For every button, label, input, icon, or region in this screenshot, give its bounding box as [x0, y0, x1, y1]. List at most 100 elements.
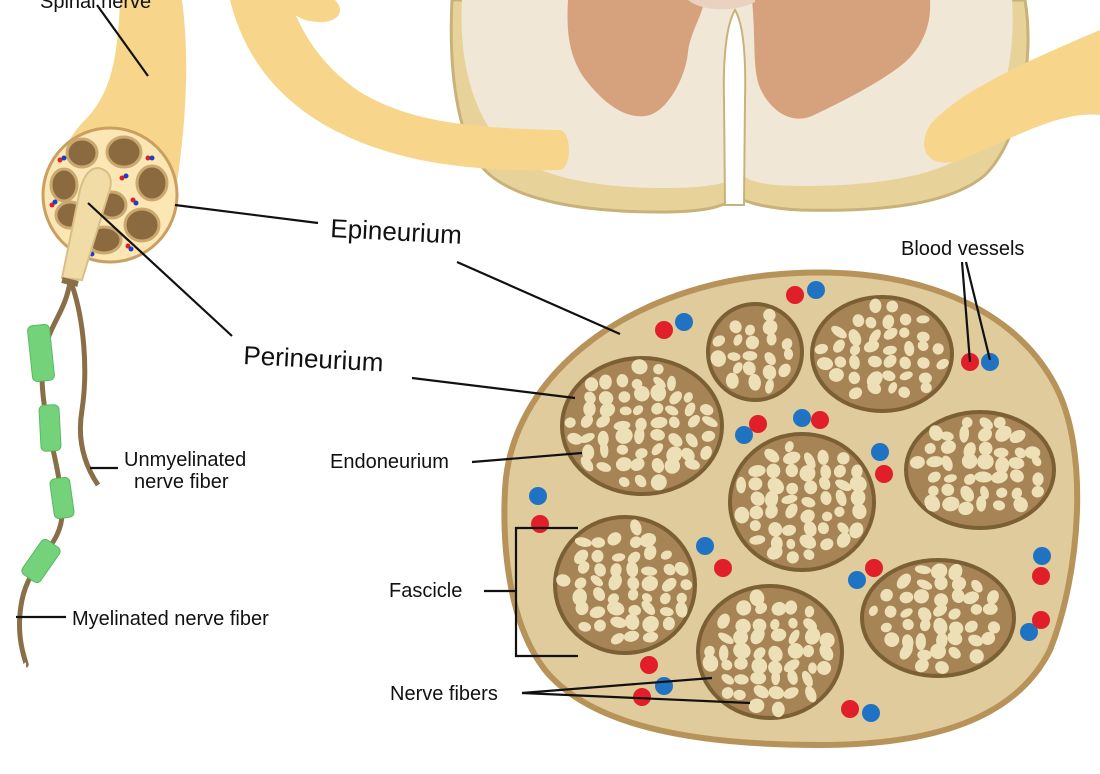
nerve-fiber	[788, 629, 800, 645]
nerve-fiber	[785, 463, 798, 478]
nerve-fiber	[899, 591, 914, 604]
nerve-fiber	[684, 458, 700, 470]
nerve-fiber	[577, 561, 590, 574]
nerve-fiber	[884, 632, 900, 647]
nerve-fiber	[594, 619, 606, 632]
nerve-fiber	[1024, 446, 1041, 459]
nerve-fiber	[736, 476, 747, 494]
nerve-fiber	[593, 587, 606, 601]
nerve-fiber	[629, 536, 642, 549]
nerve-fiber	[917, 649, 932, 661]
nerve-fiber	[817, 522, 829, 535]
nerve-fiber	[867, 355, 882, 368]
nerve-fiber	[899, 643, 913, 660]
nerve-fiber	[642, 631, 659, 643]
blood-vessels-leader-1	[960, 261, 972, 363]
nerve-fiber	[596, 415, 610, 428]
nerve-fiber	[742, 361, 756, 376]
nerve-fiber	[964, 473, 976, 485]
fascicle-bracket	[514, 526, 578, 658]
nerve-fiber	[661, 577, 677, 592]
nerve-fiber	[896, 573, 912, 589]
perineurium-leader-large	[411, 376, 576, 400]
nerve-fiber	[836, 532, 851, 548]
nerve-fiber	[744, 324, 756, 336]
nerve-fiber	[837, 522, 849, 534]
fiber-junction	[61, 277, 79, 287]
nerve-fiber	[734, 674, 749, 685]
vein	[807, 281, 825, 299]
nerve-fiber	[762, 364, 777, 380]
nerve-fiber	[1013, 496, 1028, 513]
artery	[841, 700, 859, 718]
nerve-fiber	[734, 657, 748, 670]
nerve-fiber	[948, 563, 963, 581]
nerve-fiber	[625, 613, 640, 630]
nerve-fiber	[641, 593, 653, 603]
artery	[1032, 567, 1050, 585]
nerve-fiber	[765, 379, 774, 394]
nerve-fiber	[608, 573, 622, 591]
nerve-fiber	[556, 574, 571, 587]
nerve-fiber	[917, 357, 930, 369]
nerve-fiber	[765, 504, 778, 519]
nerve-fiber	[749, 505, 764, 520]
nerve-fiber	[781, 524, 797, 536]
nerve-fiber	[915, 633, 926, 651]
nerve-fiber	[993, 416, 1006, 429]
nerve-fiber	[733, 334, 743, 346]
nerve-fiber	[805, 627, 821, 645]
nerve-fiber	[913, 589, 929, 604]
nerve-fiber	[574, 577, 587, 589]
nerve-fiber	[787, 669, 798, 685]
nerve-fiber	[788, 617, 798, 629]
nerve-fiber	[924, 443, 936, 454]
nerve-fiber	[748, 464, 766, 478]
nerve-fiber	[883, 354, 897, 368]
nerve-fiber	[886, 300, 899, 313]
nerve-fiber	[704, 645, 715, 658]
perineurium	[810, 295, 954, 413]
nerve-fiber	[930, 563, 948, 580]
nerve-fiber	[644, 545, 657, 560]
label-spinal-nerve: Spinal nerve	[40, 0, 151, 13]
nerve-fiber	[650, 416, 668, 429]
gray-matter-left	[567, 0, 705, 117]
nerve-fiber	[899, 371, 913, 381]
nerve-fiber	[616, 374, 629, 388]
artery	[655, 321, 673, 339]
fascicle	[810, 295, 954, 413]
nerve-fiber	[749, 589, 765, 607]
nerve-fiber	[951, 576, 967, 591]
labels: Spinal nerve Epineurium Perineurium Endo…	[40, 0, 1024, 705]
nerve-fiber	[919, 618, 931, 632]
nerve-fibers-leader-2	[521, 691, 751, 705]
nerve-fiber	[650, 429, 665, 441]
artery	[1032, 611, 1050, 629]
nerve-fiber	[961, 417, 973, 428]
vein	[1020, 623, 1038, 641]
nerve-fiber	[639, 533, 657, 548]
nerve-fiber	[851, 464, 863, 479]
nerve-fibers-left	[17, 277, 101, 668]
nerve-fiber	[634, 385, 650, 402]
label-nerve-fibers: Nerve fibers	[390, 683, 498, 705]
nerve-fiber	[768, 645, 783, 663]
nerve-fiber	[626, 561, 639, 578]
small-blood-vessels	[49, 155, 155, 257]
root-right	[924, 30, 1100, 163]
epineurium-leader-small	[174, 203, 319, 225]
nerve-fiber	[700, 445, 712, 460]
artery	[714, 559, 732, 577]
nerve-fiber	[579, 433, 595, 443]
nerve-fiber	[786, 482, 799, 495]
nerve-fiber	[819, 632, 835, 648]
nerve-fiber	[880, 622, 892, 633]
nerve-fiber	[784, 600, 798, 615]
nerve-fiber	[607, 601, 625, 616]
artery	[811, 411, 829, 429]
nerve-fiber	[596, 462, 612, 472]
nerve-fiber	[598, 391, 614, 406]
perineurium	[553, 515, 697, 655]
nerve-fiber	[804, 605, 815, 618]
